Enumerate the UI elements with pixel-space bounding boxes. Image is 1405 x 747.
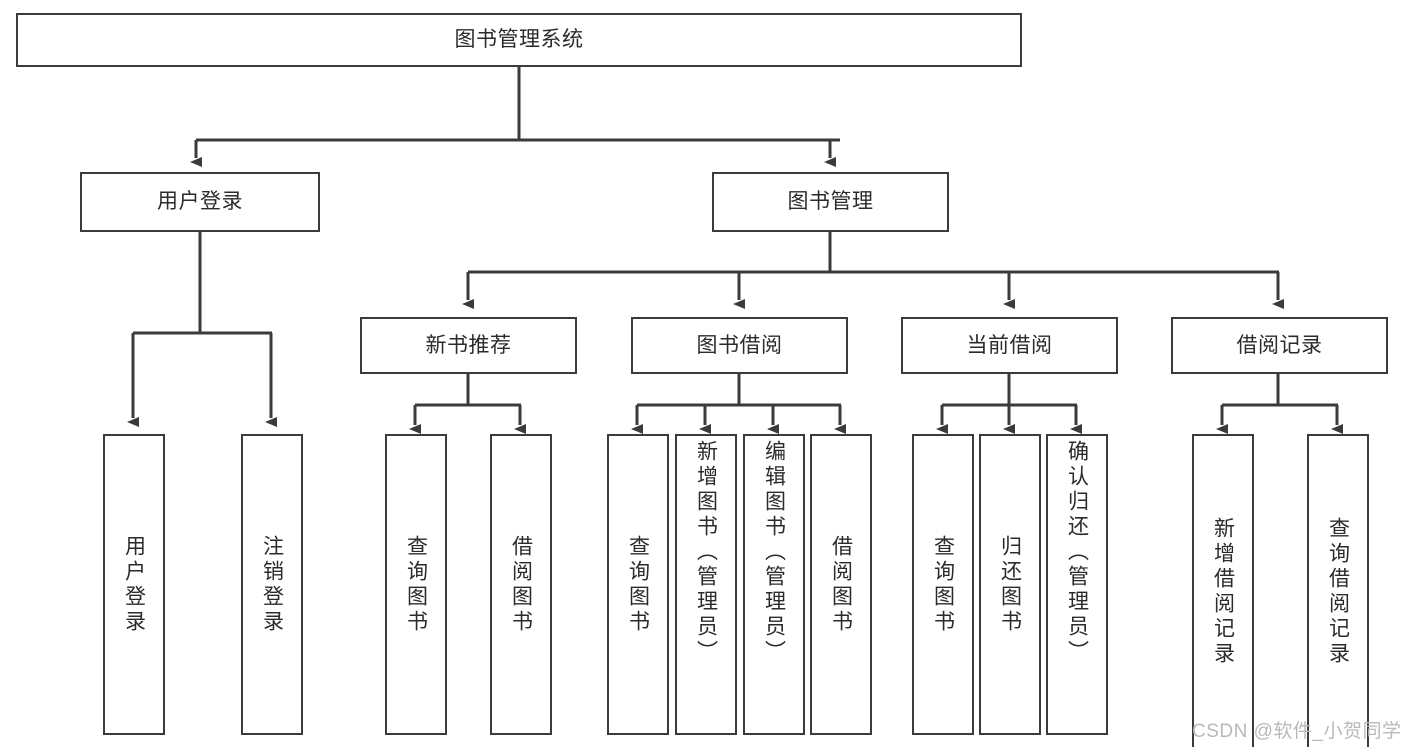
node-leaf-confirm-return-label: 确认归还（管理员）: [1065, 440, 1089, 665]
node-leaf-add-book[interactable]: 新增图书（管理员）: [675, 434, 737, 735]
node-leaf-user-logout-label: 注销登录: [260, 534, 284, 635]
node-leaf-query-record[interactable]: 查询借阅记录: [1307, 434, 1369, 747]
node-leaf-query-book-3[interactable]: 查询图书: [912, 434, 974, 735]
node-new-book-rec[interactable]: 新书推荐: [360, 317, 577, 374]
node-borrow-record-label: 借阅记录: [1236, 333, 1323, 357]
node-leaf-query-book-1-label: 查询图书: [404, 534, 428, 635]
node-book-borrow[interactable]: 图书借阅: [631, 317, 848, 374]
node-leaf-edit-book[interactable]: 编辑图书（管理员）: [743, 434, 805, 735]
node-leaf-borrow-book-1-label: 借阅图书: [509, 534, 533, 635]
node-leaf-add-record-label: 新增借阅记录: [1211, 517, 1235, 667]
node-leaf-query-record-label: 查询借阅记录: [1326, 517, 1350, 667]
node-leaf-return-book[interactable]: 归还图书: [979, 434, 1041, 735]
node-leaf-add-record[interactable]: 新增借阅记录: [1192, 434, 1254, 747]
node-leaf-query-book-1[interactable]: 查询图书: [385, 434, 447, 735]
node-leaf-query-book-2[interactable]: 查询图书: [607, 434, 669, 735]
node-book-manage-label: 图书管理: [787, 190, 874, 214]
node-root-label: 图书管理系统: [454, 28, 584, 52]
node-leaf-user-login[interactable]: 用户登录: [103, 434, 165, 735]
node-book-borrow-label: 图书借阅: [696, 333, 783, 357]
node-leaf-edit-book-label: 编辑图书（管理员）: [762, 440, 786, 665]
node-leaf-add-book-label: 新增图书（管理员）: [694, 440, 718, 665]
node-book-manage[interactable]: 图书管理: [712, 172, 949, 232]
node-root[interactable]: 图书管理系统: [16, 13, 1022, 67]
node-user-login-label: 用户登录: [157, 190, 243, 214]
node-borrow-record[interactable]: 借阅记录: [1171, 317, 1388, 374]
node-leaf-query-book-3-label: 查询图书: [931, 534, 955, 635]
node-current-borrow-label: 当前借阅: [966, 333, 1053, 357]
node-leaf-borrow-book-1[interactable]: 借阅图书: [490, 434, 552, 735]
node-current-borrow[interactable]: 当前借阅: [901, 317, 1118, 374]
node-leaf-borrow-book-2-label: 借阅图书: [829, 534, 853, 635]
node-new-book-rec-label: 新书推荐: [425, 333, 512, 357]
node-leaf-query-book-2-label: 查询图书: [626, 534, 650, 635]
node-user-login[interactable]: 用户登录: [80, 172, 320, 232]
node-leaf-borrow-book-2[interactable]: 借阅图书: [810, 434, 872, 735]
node-leaf-return-book-label: 归还图书: [998, 534, 1022, 635]
node-leaf-user-login-label: 用户登录: [122, 534, 146, 635]
node-leaf-user-logout[interactable]: 注销登录: [241, 434, 303, 735]
node-leaf-confirm-return[interactable]: 确认归还（管理员）: [1046, 434, 1108, 735]
